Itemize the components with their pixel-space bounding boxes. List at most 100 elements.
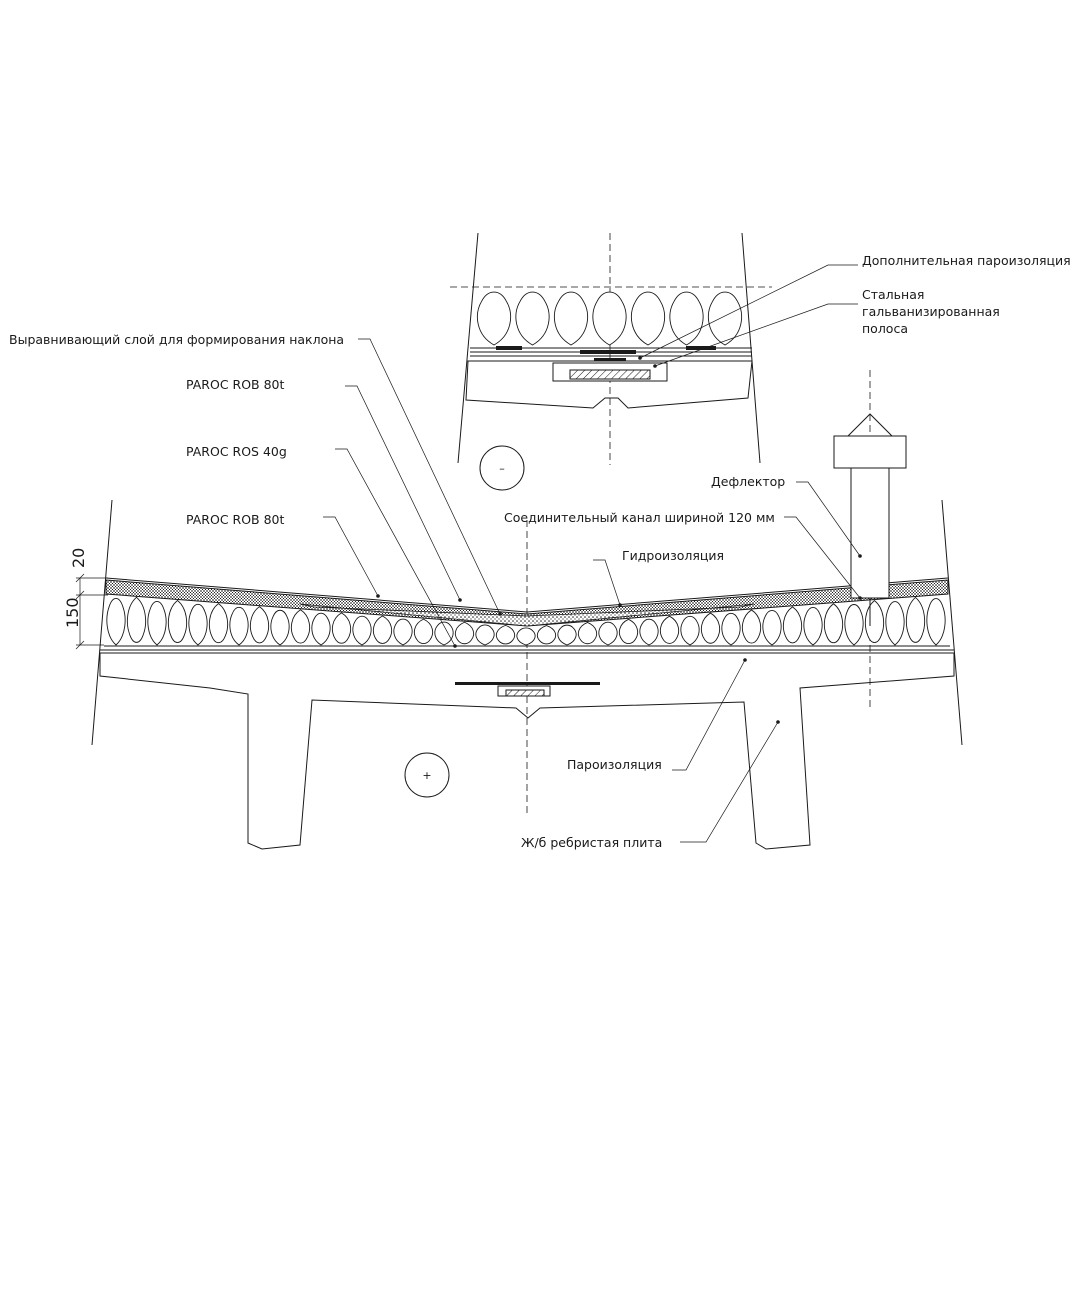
leader-rob-80t-bottom <box>323 516 379 597</box>
insulation-fiber <box>495 624 516 645</box>
insulation-fiber <box>106 598 126 646</box>
insulation-fiber <box>577 621 598 645</box>
top-detail: – <box>450 232 772 491</box>
main-break-left <box>91 499 113 746</box>
leader-extra-vapor-barrier <box>639 264 858 359</box>
insulation-fiber <box>639 618 659 646</box>
insulation-fiber <box>680 615 700 646</box>
leader-ribbed-slab <box>680 721 779 843</box>
insulation-fiber <box>311 612 331 646</box>
dimension-tick <box>75 640 85 650</box>
top-detail-membrane-strip <box>686 346 716 350</box>
insulation-fiber <box>188 603 208 646</box>
leader-dot <box>376 594 380 598</box>
label-paroc-rob-80t-bottom: PAROC ROB 80t <box>186 512 284 527</box>
top-detail-steel-strip <box>569 369 651 380</box>
leader-ros-40g <box>335 448 456 647</box>
insulation-fiber <box>630 291 666 346</box>
dimension-150: 150 <box>63 597 82 628</box>
insulation-fiber <box>741 609 762 644</box>
leader-dot <box>858 554 862 558</box>
leader-dot <box>653 364 657 368</box>
top-detail-concrete <box>465 360 753 409</box>
insulation-fiber <box>413 618 434 645</box>
extra-vapor-barrier-strip <box>455 682 600 685</box>
leader-rob-80t-top <box>345 385 461 601</box>
insulation-fiber <box>844 604 864 646</box>
label-leveling-layer: Выравнивающий слой для формирования накл… <box>9 332 344 347</box>
label-channel: Соединительный канал шириной 120 мм <box>504 510 775 525</box>
insulation-fiber <box>669 291 704 346</box>
insulation-fiber <box>352 615 372 646</box>
label-paroc-ros-40g: PAROC ROS 40g <box>186 444 287 459</box>
label-steel-strip-2: гальванизированная <box>862 304 1000 319</box>
deflector-cap <box>847 413 893 437</box>
insulation-fiber <box>926 598 946 646</box>
insulation-fiber <box>249 606 270 644</box>
top-detail-insulation <box>476 291 743 346</box>
insulation-fiber <box>598 621 618 646</box>
label-extra-vapor-barrier: Дополнительная пароизоляция <box>862 253 1071 268</box>
leveling-layer <box>299 603 755 627</box>
leader-dot <box>743 658 747 662</box>
insulation-fiber <box>434 621 454 646</box>
leader-dot <box>453 644 457 648</box>
leader-dot <box>858 596 862 600</box>
leader-dot <box>458 598 462 602</box>
insulation-fiber <box>147 600 167 646</box>
top-detail-membrane-strip <box>496 346 522 350</box>
insulation-fiber <box>516 627 536 646</box>
insulation-fiber <box>700 612 721 644</box>
label-vapor-barrier: Пароизоляция <box>567 757 662 772</box>
insulation-fiber <box>475 624 495 646</box>
dimensions: 20 150 <box>63 548 108 650</box>
leader-channel <box>784 516 861 599</box>
insulation-fiber <box>721 612 741 646</box>
plus-symbol: + <box>422 769 431 782</box>
insulation-fiber <box>659 615 680 644</box>
insulation-fiber <box>553 291 589 346</box>
main-section: + <box>91 370 963 850</box>
insulation-fiber <box>905 596 926 643</box>
leader-waterproofing <box>593 559 621 606</box>
insulation-fiber <box>208 602 229 644</box>
insulation-fiber <box>167 599 188 643</box>
insulation-fiber <box>592 291 627 346</box>
ribbed-concrete-slab <box>99 652 955 850</box>
insulation-fiber <box>331 612 352 644</box>
leader-leveling-layer <box>358 338 501 615</box>
labels: Дополнительная пароизоляция Стальная гал… <box>9 253 1071 850</box>
deflector-head <box>833 435 907 469</box>
insulation-fiber <box>885 601 905 646</box>
minus-symbol: – <box>499 462 505 475</box>
leader-dot <box>498 612 502 616</box>
main-break-right <box>941 499 963 746</box>
insulation-fiber <box>126 596 147 643</box>
leader-lines <box>323 264 862 843</box>
insulation-fiber <box>782 606 803 644</box>
leader-dot <box>776 720 780 724</box>
waterproofing-top <box>105 577 949 613</box>
insulation-fiber <box>454 621 475 645</box>
label-steel-strip-1: Стальная <box>862 287 924 302</box>
leader-steel-strip <box>654 303 858 367</box>
minus-symbol-circle <box>479 445 525 491</box>
insulation-fiber <box>229 606 249 646</box>
insulation-fiber <box>557 624 577 646</box>
insulation-fiber <box>762 609 782 646</box>
dimension-tick <box>75 573 85 583</box>
dimension-20: 20 <box>69 548 88 568</box>
label-deflector: Дефлектор <box>711 474 785 489</box>
leader-deflector <box>796 481 861 557</box>
insulation-fiber <box>864 600 885 643</box>
leader-dot <box>638 356 642 360</box>
insulation-fiber <box>618 618 639 645</box>
insulation-fiber <box>515 291 550 346</box>
dimension-tick <box>75 590 85 600</box>
steel-strip-main <box>505 689 545 697</box>
insulation-fiber <box>270 609 290 646</box>
insulation-fiber <box>393 618 413 646</box>
insulation-fiber <box>476 291 512 346</box>
label-steel-strip-3: полоса <box>862 321 908 336</box>
